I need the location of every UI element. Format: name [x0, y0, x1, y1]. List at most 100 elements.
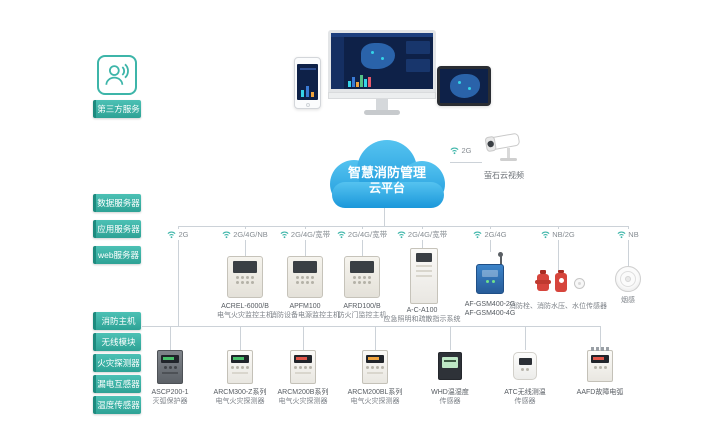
decor — [364, 79, 367, 87]
connection-text: 2G/4G/宽带 — [347, 230, 388, 239]
antenna-icon — [500, 254, 502, 265]
device-screen — [591, 355, 609, 363]
sidebar-item-label: 第三方服务 — [97, 104, 140, 114]
device-screen — [293, 261, 317, 273]
connection-label-5: 2G/4G — [460, 229, 520, 240]
connection-text: NB/2G — [552, 230, 575, 239]
hydrant-icon — [535, 280, 551, 284]
monitor-screen — [328, 30, 436, 92]
connection-text: 2G/4G/NB — [233, 230, 268, 239]
sidebar-item-temp-sensor: 温度传感器 — [93, 396, 141, 414]
sidebar-item-data-server: 数据服务器 — [93, 194, 141, 212]
cloud-title-line2: 云平台 — [368, 181, 405, 195]
drop-line-left-2g — [178, 226, 179, 326]
sidebar-item-label: 无线模块 — [101, 337, 136, 347]
drop-line-apfm — [305, 226, 306, 256]
decor — [232, 372, 248, 374]
wifi-icon — [337, 231, 346, 239]
sidebar-item-fire-detector: 火灾探测器 — [93, 354, 141, 372]
decor — [416, 265, 432, 267]
device-screen — [482, 270, 498, 277]
camera-conn-text: 2G — [461, 146, 472, 155]
decor — [371, 51, 374, 54]
sidebar-item-third-party: 第三方服务 — [93, 100, 141, 118]
device-screen — [161, 355, 179, 363]
smartphone — [294, 57, 321, 109]
caption-smoke: 烟感 — [621, 297, 635, 304]
tablet-map — [450, 74, 480, 98]
camera-link-line — [450, 162, 482, 163]
sidebar-item-web-server: web服务器 — [93, 246, 141, 264]
drop-line-atc — [525, 326, 526, 350]
sidebar-item-label: 温度传感器 — [97, 400, 140, 410]
terminal-strip — [591, 347, 609, 351]
connection-label-4: 2G/4G/宽带 — [392, 229, 452, 240]
drop-line-ascp — [170, 326, 171, 350]
sidebar-item-label: 漏电互感器 — [97, 379, 140, 389]
device-screen — [231, 355, 249, 363]
device-buttons — [363, 366, 387, 369]
third-party-service-icon-box — [97, 55, 137, 95]
sidebar-item-label: 消防主机 — [101, 316, 136, 326]
wifi-icon — [473, 231, 482, 239]
desktop-monitor — [328, 30, 436, 118]
cloud-shape — [330, 140, 445, 208]
connection-label-6: NB/2G — [528, 229, 588, 240]
monitor-base — [364, 110, 400, 115]
device-screen — [350, 261, 374, 273]
drop-line-acrel — [245, 226, 246, 256]
device-ascp200 — [157, 350, 183, 384]
drop-line-afrd — [362, 226, 363, 256]
dashboard-panel — [406, 59, 430, 72]
decor — [300, 68, 316, 70]
sidebar-item-wireless-module: 无线模块 — [93, 333, 141, 351]
drop-line-arcm300 — [240, 326, 241, 350]
decor — [620, 271, 636, 287]
wifi-icon — [617, 231, 626, 239]
connection-label-2: 2G/4G/宽带 — [275, 229, 335, 240]
drop-line-arcm200b — [303, 326, 304, 350]
dashboard-sidenav — [331, 37, 344, 89]
connection-text: 2G/4G — [484, 230, 507, 239]
cctv-camera-icon — [480, 130, 526, 173]
tablet-screen — [440, 69, 488, 103]
connection-label-0: 2G — [157, 229, 199, 240]
device-buttons — [294, 276, 316, 284]
drop-line-arcm200bl — [375, 326, 376, 350]
device-atc — [513, 352, 537, 380]
hydrant-icon — [540, 270, 546, 274]
decor — [416, 270, 432, 272]
device-arcm300z — [227, 350, 253, 384]
device-arcm200bl — [362, 350, 388, 384]
decor — [301, 90, 304, 97]
camera-label: 萤石云视频 — [484, 171, 524, 180]
wifi-icon — [167, 231, 176, 239]
sidebar-item-leakage-ct: 漏电互感器 — [93, 375, 141, 393]
decor — [367, 372, 383, 374]
caption-arcm200bl: ARCM200BL系列电气火灾探测器 — [347, 389, 403, 405]
device-smoke-detector — [615, 266, 641, 292]
wifi-icon — [450, 147, 459, 155]
caption-arcm200b: ARCM200B系列电气火灾探测器 — [277, 389, 329, 405]
wifi-icon — [280, 231, 289, 239]
connection-text: NB — [628, 230, 639, 239]
dashboard-map — [361, 43, 395, 69]
device-aca100 — [410, 248, 438, 304]
decor — [458, 81, 461, 84]
device-body — [476, 264, 504, 294]
drop-line-smoke — [628, 226, 629, 266]
connection-text: 2G/4G/宽带 — [290, 230, 331, 239]
connection-label-1: 2G/4G/NB — [215, 229, 275, 240]
device-hydrant-sensors — [535, 270, 587, 298]
device-buttons — [351, 276, 373, 284]
device-arcm200b — [290, 350, 316, 384]
sidebar-item-label: 数据服务器 — [97, 198, 140, 208]
decor — [162, 372, 178, 374]
cloud-platform: 智慧消防管理 云平台 — [312, 138, 462, 212]
pressure-sensor-icon — [558, 270, 564, 273]
